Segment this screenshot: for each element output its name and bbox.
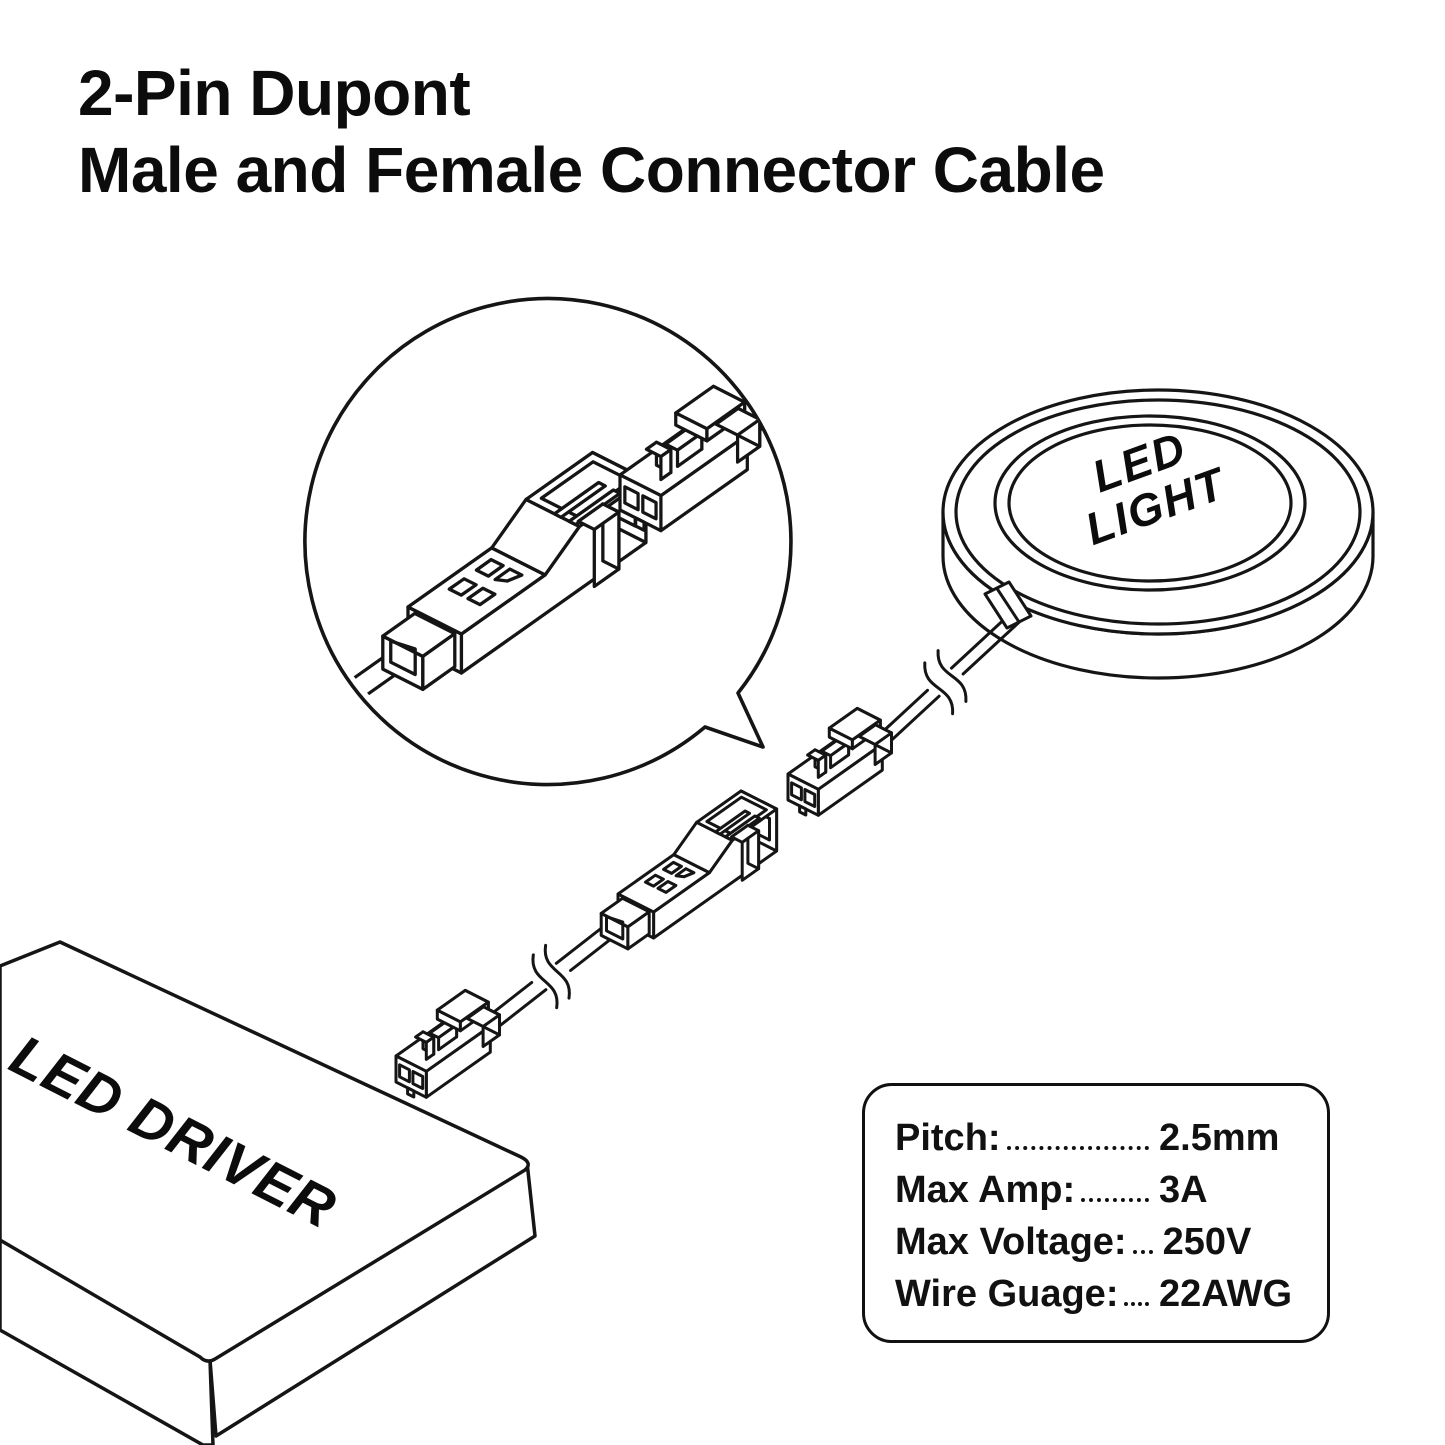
spec-label: Max Voltage: xyxy=(895,1221,1127,1263)
spec-label: Wire Guage: xyxy=(895,1273,1119,1315)
puck-top-rim-outer xyxy=(941,388,1375,636)
spec-value: 22AWG xyxy=(1159,1273,1293,1315)
page-title-line1: 2-Pin Dupont xyxy=(78,57,471,129)
spec-row-max-amp: Max Amp: 3A xyxy=(895,1162,1303,1214)
spec-value: 250V xyxy=(1162,1221,1252,1263)
zoom-speech-bubble xyxy=(303,296,793,787)
puck-top-rim-inner xyxy=(954,398,1362,626)
puck-lens-inner xyxy=(1007,423,1293,583)
middle-male-connector xyxy=(599,789,779,951)
wire-break-mark xyxy=(923,661,955,716)
wire-break-mark xyxy=(543,943,571,1000)
spec-label: Max Amp: xyxy=(895,1169,1076,1211)
puck-lens-outer xyxy=(993,414,1307,592)
spec-dotted-leader xyxy=(1081,1198,1149,1202)
spec-dotted-leader xyxy=(1124,1302,1149,1306)
led-driver-box xyxy=(0,940,537,1445)
wire-break-mark xyxy=(936,649,968,703)
spec-row-max-voltage: Max Voltage: 250V xyxy=(895,1214,1303,1266)
middle-female-connector xyxy=(786,706,893,817)
spec-row-wire-guage: Wire Guage: 22AWG xyxy=(895,1266,1303,1318)
driver-female-connector xyxy=(394,988,501,1099)
wire-break-mark xyxy=(531,953,559,1010)
spec-dotted-leader xyxy=(1132,1250,1153,1254)
spec-value: 2.5mm xyxy=(1159,1117,1280,1159)
cable-driver-to-male xyxy=(483,921,624,1028)
cable-light-to-female xyxy=(875,580,1033,745)
spec-value: 3A xyxy=(1159,1169,1208,1211)
spec-dotted-leader xyxy=(1006,1146,1149,1150)
page-title-line2: Male and Female Connector Cable xyxy=(78,134,1105,206)
spec-row-pitch: Pitch: 2.5mm xyxy=(895,1110,1303,1162)
spec-label: Pitch: xyxy=(895,1117,1001,1159)
page-title: 2-Pin Dupont Male and Female Connector C… xyxy=(78,55,1105,209)
specs-box: Pitch: 2.5mm Max Amp: 3A Max Voltage: 25… xyxy=(862,1083,1330,1343)
led-light-puck xyxy=(941,388,1375,680)
